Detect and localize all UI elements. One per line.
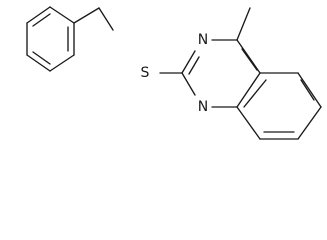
fused-bond-2 [297, 72, 322, 108]
benzyl-bond-1 [26, 6, 51, 24]
benzyl-double-bond-c [32, 51, 51, 65]
nitrogen-bottom-atom-label: N [198, 99, 208, 115]
methyl-bond [236, 7, 251, 41]
benzyl-ch2-bond [73, 7, 100, 24]
benzyl-ring [26, 6, 75, 72]
c4-c4a-double-bond [241, 48, 258, 71]
benzyl-double-bond-a [32, 13, 51, 27]
n3-c2-bond [181, 72, 196, 96]
c2-n1-double-bond [188, 56, 200, 75]
c2-n1-bond [181, 50, 196, 74]
fused-double-bond-c [243, 79, 267, 108]
molecule-structure-diagram: S N N [26, 6, 322, 140]
benzyl-bond-5 [26, 54, 51, 72]
nitrogen-top-atom-label: N [198, 32, 208, 48]
fused-bond-5 [236, 106, 261, 140]
c4a-c8a-bond [236, 72, 261, 108]
fused-bond-3 [297, 106, 322, 140]
c4-c4a-bond [236, 39, 261, 74]
fused-double-bond-a [300, 79, 315, 101]
ch2-sulfur-bond [98, 7, 114, 31]
fused-benzene-ring [236, 72, 322, 140]
pyrimidine-ring [181, 39, 261, 108]
benzyl-bond-2 [49, 6, 75, 24]
sulfur-atom-label: S [141, 65, 150, 81]
benzyl-bond-4 [49, 54, 75, 72]
